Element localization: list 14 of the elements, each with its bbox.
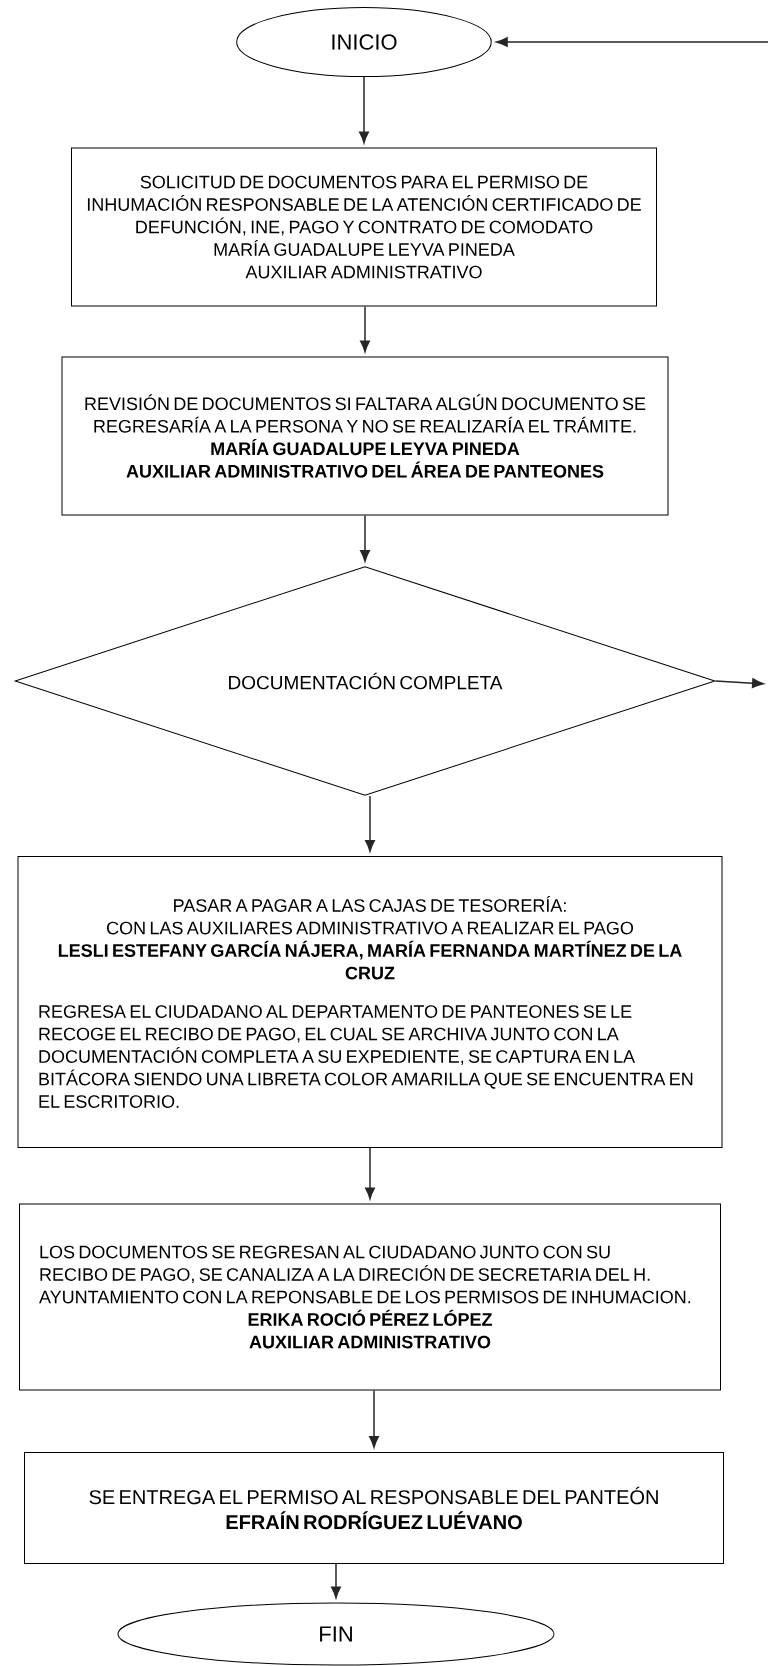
arrow <box>331 1563 341 1599</box>
process-box: REVISIÓN DE DOCUMENTOS SI FALTARA ALGÚN DOCUMENTO SE REGRESARÍA A LA PERSONA Y NO SE REALIZARÍA EL TRÁMITE. MARÍA GUADALUPE LEYVA PINEDA AUXILIAR ADMINISTRATIVO DEL ÁREA DE PANTEONES <box>61 356 669 516</box>
process-box: SOLICITUD DE DOCUMENTOS PARA EL PERMISO DE INHUMACIÓN RESPONSABLE DE LA ATENCIÓN CERTIFICADO DE DEFUNCIÓN, INE, PAGO Y CONTRATO DE COMODATO MARÍA GUADALUPE LEYVA PINEDA AUXILIAR ADMINISTRATIVO <box>71 147 657 307</box>
arrow <box>359 76 369 144</box>
arrow <box>496 37 769 47</box>
process-box: SE ENTREGA EL PERMISO AL RESPONSABLE DEL PANTEÓN EFRAÍN RODRÍGUEZ LUÉVANO <box>24 1452 724 1564</box>
arrow <box>365 1147 375 1200</box>
process-box: PASAR A PAGAR A LAS CAJAS DE TESORERÍA: CON LAS AUXILIARES ADMINISTRATIVO A REALIZAR EL PAGO LESLI ESTEFANY GARCÍA NÁJERA, MARÍA FERNANDA MARTÍNEZ DE LA CRUZ REGRESA EL CIUDADANO AL DEPARTAMENTO DE PANTEONES SE LE RECOGE EL RECIBO DE PAGO, EL CUAL SE ARCHIVA JUNTO CON LA DOCUMENTACIÓN COMPLETA A SU EXPEDIENTE, SE CAPTURA EN LA BITÁCORA SIENDO UNA LIBRETA COLOR AMARILLA QUE SE ENCUENTRA EN EL ESCRITORIO. <box>17 856 723 1148</box>
arrow <box>369 1389 379 1448</box>
arrow <box>365 795 375 852</box>
arrow <box>714 678 764 689</box>
process-box: LOS DOCUMENTOS SE REGRESAN AL CIUDADANO JUNTO CON SU RECIBO DE PAGO, SE CANALIZA A LA DIRECIÓN DE SECRETARIA DEL H. AYUNTAMIENTO CON LA REPONSABLE DE LOS PERMISOS DE INHUMACION. ERIKA ROCIÓ PÉREZ LÓPEZ AUXILIAR ADMINISTRATIVO <box>19 1203 721 1391</box>
arrow <box>360 514 370 562</box>
arrow <box>360 305 370 353</box>
